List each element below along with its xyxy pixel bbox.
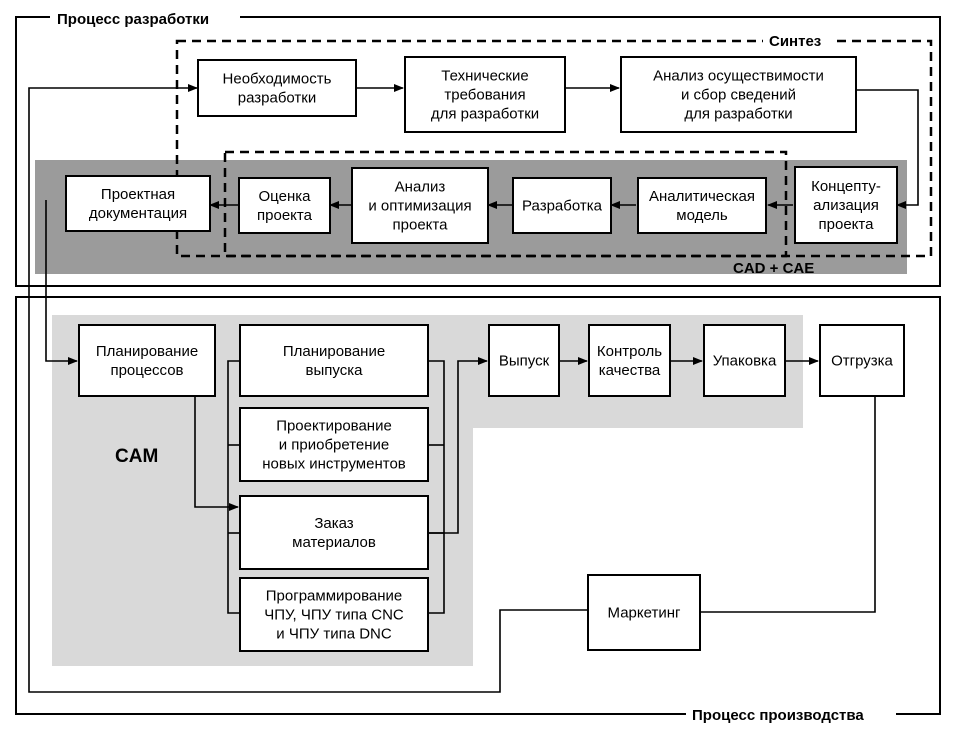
tool-design-label-line: и приобретение (279, 437, 390, 454)
development-process-title: Процесс разработки (57, 11, 209, 28)
need-label-line: Необходимость (223, 71, 332, 88)
production-process-title: Процесс производства (692, 707, 864, 724)
quality-control-label-line: Контроль (597, 343, 662, 360)
evaluation-box: Оценка проекта (238, 177, 331, 234)
production-planning-box-shape (239, 324, 429, 397)
need-box: Необходимость разработки (197, 59, 357, 117)
tech-req-label-line: для разработки (431, 106, 539, 123)
material-order-label-line: Заказ (314, 515, 353, 532)
cad-cae-title: CAD + CAE (733, 260, 814, 277)
analytical-model-box: Аналитическая модель (637, 177, 767, 234)
tool-design-box: Проектирование и приобретение новых инстру… (239, 407, 429, 482)
synthesis-dashed-frame (175, 39, 933, 258)
packaging-box-shape (703, 324, 786, 397)
production-planning-box: Планирование выпуска (239, 324, 429, 397)
analytical-model-box-shape (637, 177, 767, 234)
conceptualization-box: Концепту-ализация проекта (794, 166, 898, 244)
arrow-process-planning-to-material-order (194, 396, 239, 511)
analysis-optimization-label-line: и оптимизация (368, 198, 471, 215)
quality-control-box: Контроль качества (588, 324, 671, 397)
feasibility-box-shape (620, 56, 857, 133)
cam-title: CAM (115, 446, 158, 467)
tool-design-label-line: Проектирование (276, 418, 392, 435)
production-planning-label-line: Планирование (283, 343, 385, 360)
need-box-shape (197, 59, 357, 117)
analysis-optimization-box: Анализ и оптимизация проекта (351, 167, 489, 244)
conceptualization-label-line: ализация (813, 197, 879, 214)
production-planning-label-line: выпуска (306, 362, 364, 379)
quality-control-box-shape (588, 324, 671, 397)
production-process-frame (15, 296, 941, 715)
connectors (28, 84, 919, 693)
release-box: Выпуск (488, 324, 560, 397)
marketing-box-shape (587, 574, 701, 651)
process-planning-label-line: процессов (110, 362, 183, 379)
analysis-optimization-label-line: Анализ (395, 179, 446, 196)
development-process-frame (15, 16, 941, 287)
nc-programming-label-line: ЧПУ, ЧПУ типа CNC (264, 607, 404, 624)
tool-design-label-line: новых инструментов (262, 456, 406, 473)
arrow-documentation-to-process-planning (45, 200, 78, 365)
nc-programming-box-shape (239, 577, 429, 652)
line-shipping-to-marketing (700, 397, 876, 613)
documentation-box: Проектная документация (65, 175, 211, 232)
evaluation-box-shape (238, 177, 331, 234)
tech-req-box-shape (404, 56, 566, 133)
process-boxes: Необходимость разработки Технические требов… (65, 56, 905, 652)
documentation-label-line: Проектная (101, 186, 175, 203)
evaluation-label-line: Оценка (259, 188, 312, 205)
material-order-box-shape (239, 495, 429, 570)
nc-programming-label-line: Программирование (266, 588, 402, 605)
nc-programming-label-line: и ЧПУ типа DNC (276, 626, 392, 643)
design-box-shape (512, 177, 612, 234)
packaging-label-line: Упаковка (713, 353, 777, 370)
conceptualization-box-shape (794, 166, 898, 244)
analytical-model-label-line: модель (676, 207, 728, 224)
feasibility-box: Анализ осуществимости и сбор сведений для … (620, 56, 857, 133)
marketing-box: Маркетинг (587, 574, 701, 651)
feasibility-label-line: для разработки (684, 106, 792, 123)
documentation-box-shape (65, 175, 211, 232)
arrow-feasibility-to-conceptualization (856, 89, 919, 209)
shipping-box: Отгрузка (819, 324, 905, 397)
left-bracket (227, 360, 240, 614)
tech-req-box: Технические требования для разработки (404, 56, 566, 133)
process-planning-box: Планирование процессов (78, 324, 216, 397)
packaging-box: Упаковка (703, 324, 786, 397)
feasibility-label-line: Анализ осуществимости (653, 68, 824, 85)
design-box: Разработка (512, 177, 612, 234)
analytical-model-label-line: Аналитическая (649, 188, 755, 205)
marketing-label-line: Маркетинг (608, 605, 681, 622)
analysis-optimization-box-shape (351, 167, 489, 244)
shipping-label-line: Отгрузка (831, 353, 893, 370)
process-planning-label-line: Планирование (96, 343, 198, 360)
evaluation-label-line: проекта (257, 207, 313, 224)
material-order-label-line: материалов (292, 534, 376, 551)
quality-control-label-line: качества (599, 362, 661, 379)
arrow-material-order-to-release (428, 357, 488, 534)
conceptualization-label-line: проекта (819, 216, 875, 233)
conceptualization-label-line: Концепту- (811, 178, 881, 195)
design-label-line: Разработка (522, 198, 603, 215)
documentation-label-line: документация (89, 205, 187, 222)
tech-req-label-line: Технические (441, 68, 528, 85)
synthesis-title: Синтез (769, 33, 821, 50)
tool-design-box-shape (239, 407, 429, 482)
need-label-line: разработки (238, 90, 317, 107)
shipping-box-shape (819, 324, 905, 397)
right-bracket (428, 360, 445, 614)
process-planning-box-shape (78, 324, 216, 397)
feasibility-label-line: и сбор сведений (681, 87, 796, 104)
material-order-box: Заказ материалов (239, 495, 429, 570)
cad-dashed-frame (223, 150, 788, 258)
tech-req-label-line: требования (444, 87, 525, 104)
arrow-marketing-to-need (28, 84, 588, 693)
release-box-shape (488, 324, 560, 397)
analysis-optimization-label-line: проекта (393, 217, 449, 234)
release-label-line: Выпуск (499, 353, 550, 370)
